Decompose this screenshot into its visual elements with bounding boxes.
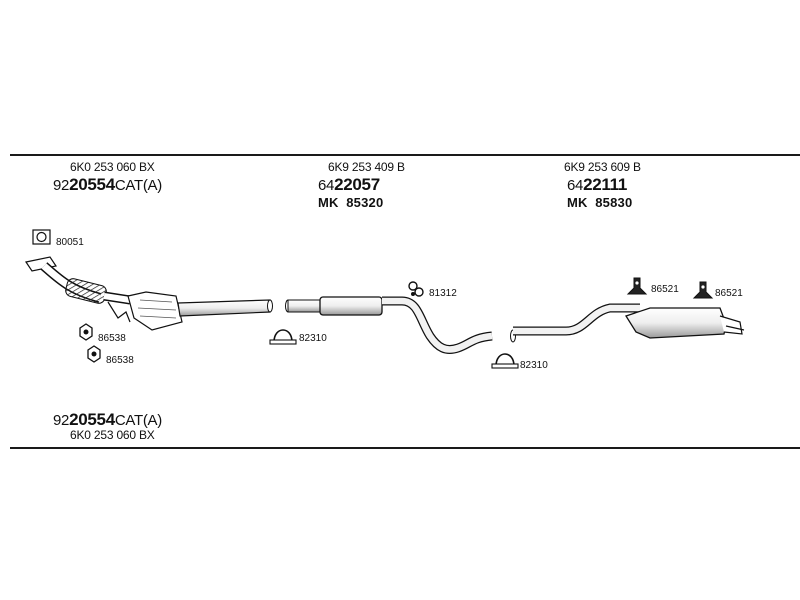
top-divider [10, 154, 800, 156]
part-number-code: 22057 [334, 175, 380, 194]
oe-number-rear-silencer: 6K9 253 609 B [564, 160, 641, 174]
part-label-mount-b: 86521 [715, 288, 743, 299]
part-number-middle-silencer: 6422057 [318, 176, 380, 193]
middle-silencer [285, 296, 493, 354]
part-label-clamp-rear: 82310 [520, 360, 548, 371]
part-number-code: 20554 [69, 175, 115, 194]
rubber-mount-icon [692, 281, 714, 299]
clamp-icon [491, 353, 519, 369]
part-number-rear-silencer: 6422111 [567, 176, 627, 193]
part-label-clamp-front: 82310 [299, 333, 327, 344]
part-label-hanger: 81312 [429, 288, 457, 299]
part-number-prefix: 64 [567, 177, 584, 194]
part-number-code: 20554 [69, 410, 115, 429]
bottom-divider [10, 447, 800, 449]
mk-number-rear: MK 85830 [567, 195, 633, 210]
part-label-mount-a: 86521 [651, 284, 679, 295]
rubber-mount-icon [626, 277, 648, 295]
oe-number-middle-silencer: 6K9 253 409 B [328, 160, 405, 174]
oe-number-front-pipe: 6K0 253 060 BX [70, 160, 155, 174]
part-number-prefix: 92 [53, 177, 70, 194]
part-number-front-pipe: 9220554CAT(A) [53, 176, 162, 193]
clamp-icon [269, 329, 297, 345]
nut-icon [87, 345, 101, 363]
part-label-nut-b: 86538 [106, 355, 134, 366]
part-label-gasket: 80051 [56, 237, 84, 248]
mk-number-middle: MK 85320 [318, 195, 384, 210]
front-pipe-with-catalyst [25, 256, 273, 331]
hanger-icon [408, 281, 424, 297]
nut-icon [79, 323, 93, 341]
part-number-suffix: CAT(A) [114, 177, 162, 194]
oe-number-bottom: 6K0 253 060 BX [70, 428, 155, 442]
part-number-prefix: 92 [53, 412, 70, 429]
part-label-nut-a: 86538 [98, 333, 126, 344]
part-number-code: 22111 [583, 175, 627, 194]
part-number-prefix: 64 [318, 177, 335, 194]
part-number-bottom: 9220554CAT(A) [53, 411, 162, 428]
rear-silencer [510, 303, 745, 343]
part-number-suffix: CAT(A) [114, 412, 162, 429]
gasket-icon [32, 229, 51, 245]
